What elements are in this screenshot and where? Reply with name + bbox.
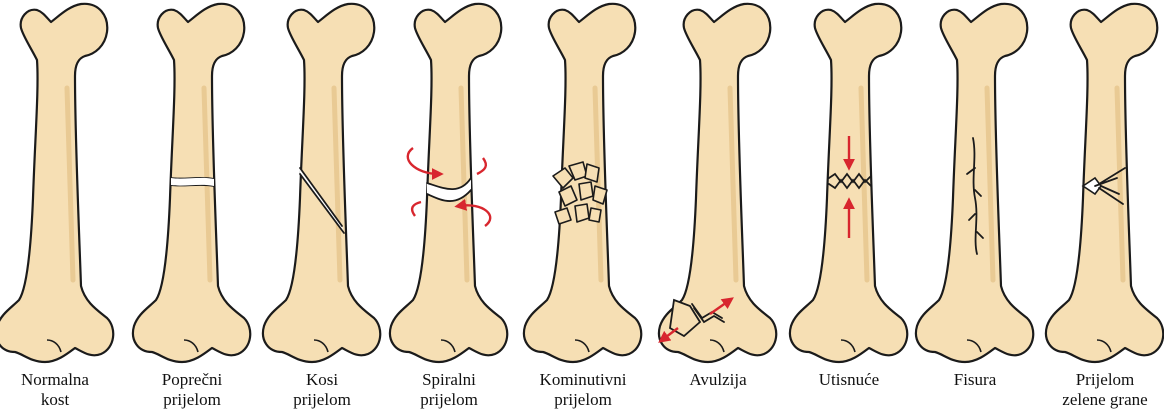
label-fissure: Fisura [915,370,1035,390]
label-impacted: Utisnuće [789,370,909,390]
label-transverse-line-2: prijelom [132,390,252,410]
label-fissure-line-1: Fisura [915,370,1035,390]
bone-fissure [916,4,1033,362]
bone-comminuted [524,4,641,362]
label-avulsion: Avulzija [658,370,778,390]
bone-transverse [133,4,250,362]
bone-spiral [390,4,507,362]
label-comminuted-line-1: Kominutivni [523,370,643,390]
label-comminuted-line-2: prijelom [523,390,643,410]
label-oblique-line-2: prijelom [262,390,382,410]
bone-greenstick [1046,4,1163,362]
label-spiral-line-1: Spiralni [389,370,509,390]
label-transverse-line-1: Poprečni [132,370,252,390]
label-avulsion-line-1: Avulzija [658,370,778,390]
bone-normal [0,4,113,362]
bone-oblique [263,4,380,362]
label-normal-line-1: Normalna [0,370,115,390]
label-greenstick-line-2: zelene grane [1045,390,1164,410]
label-spiral-line-2: prijelom [389,390,509,410]
label-impacted-line-1: Utisnuće [789,370,909,390]
label-normal-line-2: kost [0,390,115,410]
label-oblique-line-1: Kosi [262,370,382,390]
bone-impacted [790,4,907,362]
bone-avulsion [659,4,776,362]
bones-illustration [0,0,1164,370]
label-greenstick-line-1: Prijelom [1045,370,1164,390]
